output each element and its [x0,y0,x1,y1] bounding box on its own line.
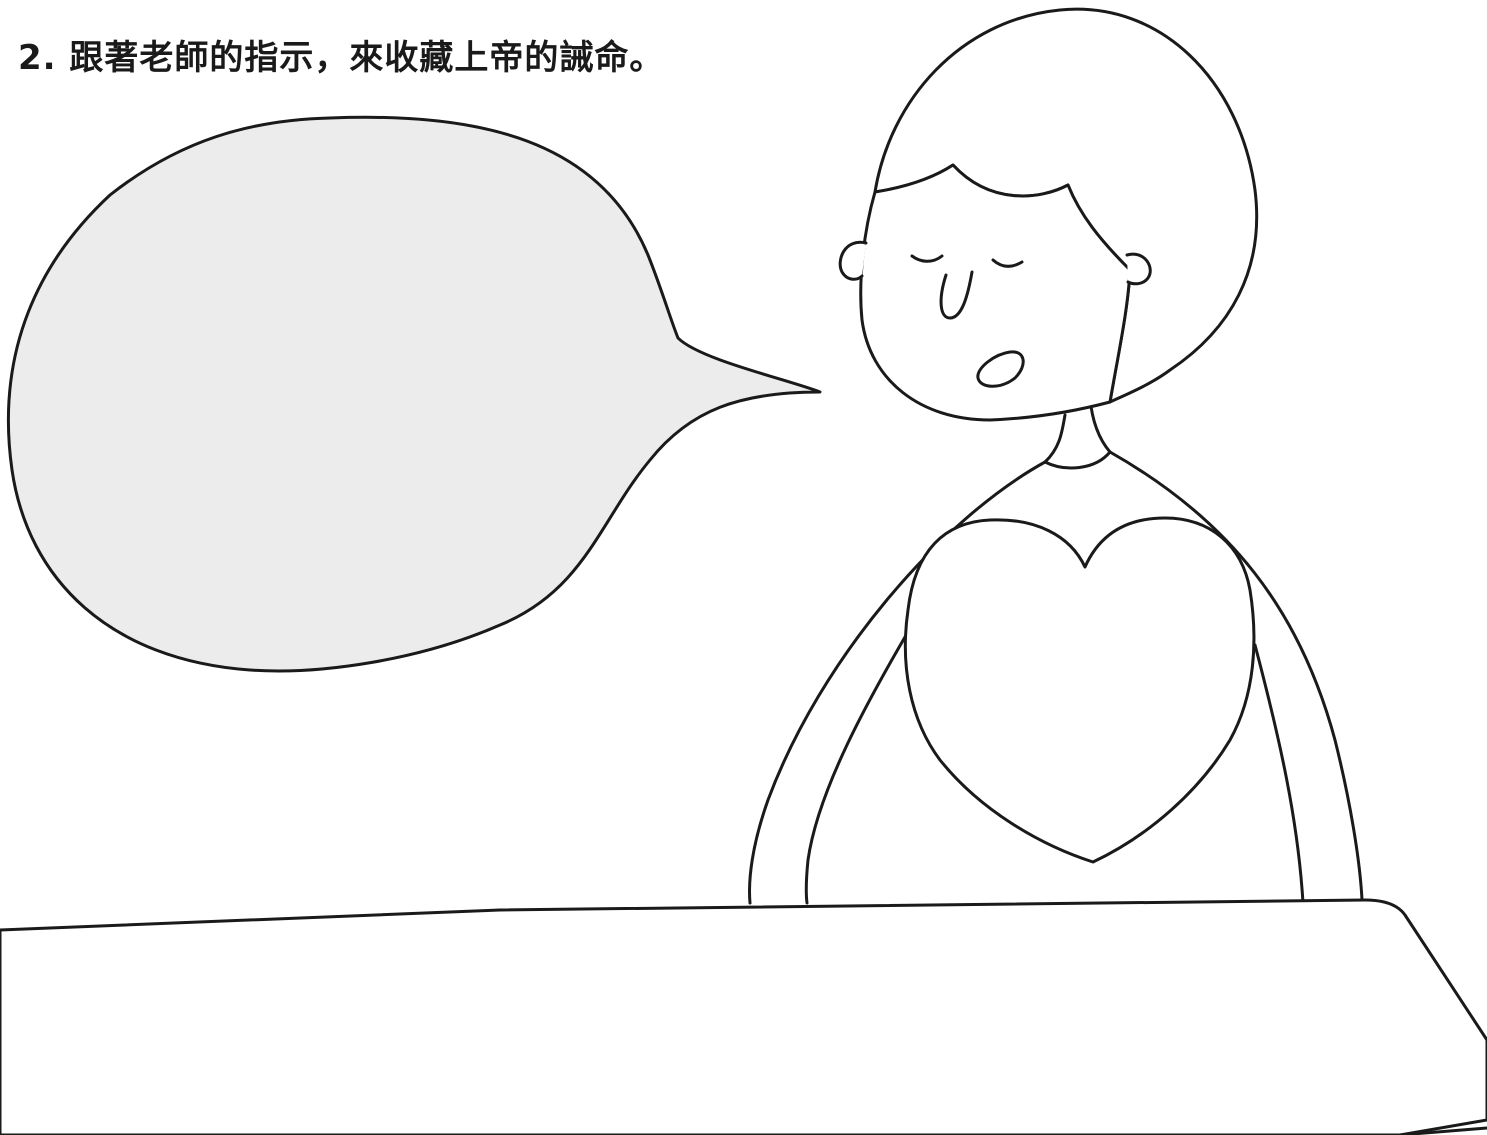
person-eye-left [910,254,944,263]
person-collar [1043,450,1112,470]
person-ear-right [1125,252,1152,286]
speech-bubble[interactable] [6,115,822,673]
instruction-text: 2. 跟著老師的指示，來收藏上帝的誡命。 [18,30,664,79]
person-eye-right [991,258,1024,268]
table-front-edge [1398,1126,1487,1135]
person-arm-right-inner [1253,643,1305,905]
person-neck-left [1043,413,1067,464]
person-arm-right [1108,450,1364,902]
person-nose [939,270,974,320]
instruction-number: 2. [18,38,57,78]
person-ear-left [838,240,868,281]
person-face[interactable] [859,163,1132,422]
person-arm-left-inner [804,623,914,905]
person-mouth [976,350,1025,388]
person-arm-left [748,460,1047,905]
heart-icon [903,516,1256,864]
instruction-body: 跟著老師的指示，來收藏上帝的誡命。 [69,38,665,78]
table-top[interactable] [0,898,1487,1135]
